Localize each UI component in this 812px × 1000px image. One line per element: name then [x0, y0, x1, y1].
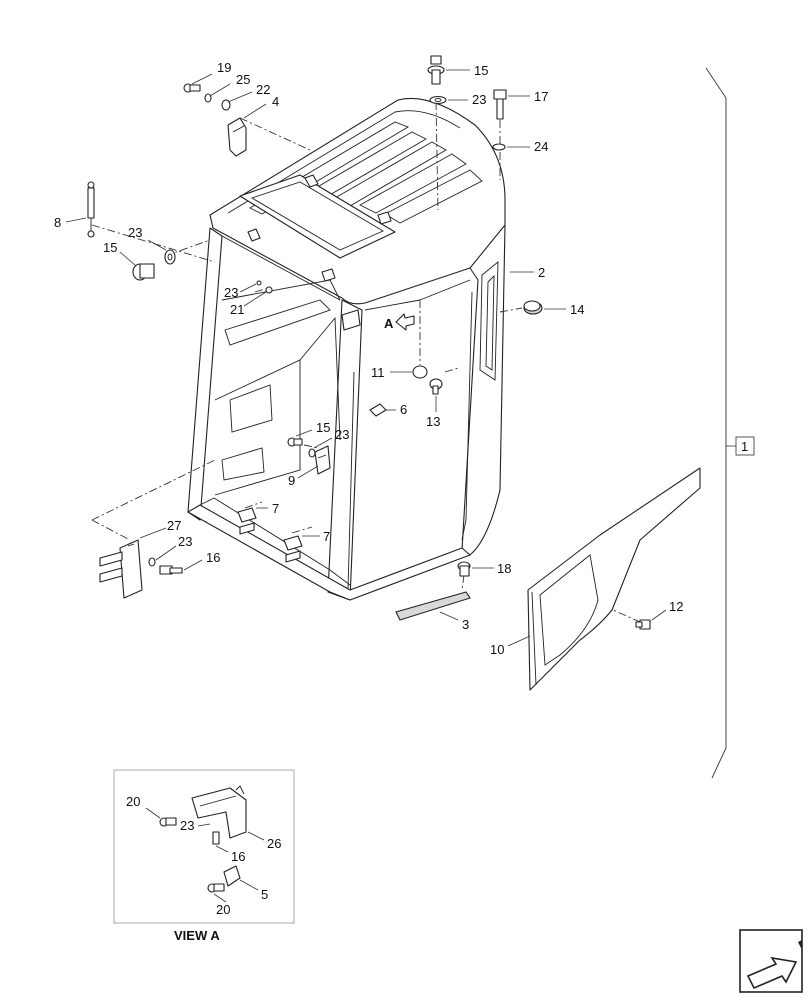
- part-23-washer-left: [164, 249, 176, 265]
- callout-labels: 19 25 22 4 15 23 17 24 8 23 15 23 21 2 1…: [54, 60, 683, 917]
- part-19-bolt: [183, 83, 201, 93]
- part-18-bolt: [457, 561, 471, 577]
- part-25-washer: [204, 93, 212, 103]
- part-5-clip: [223, 865, 241, 887]
- callout-label: 26: [267, 836, 281, 851]
- assembly-ref-label: 1: [741, 439, 748, 454]
- callout-label: 19: [217, 60, 231, 75]
- part-26-bracket: [191, 785, 247, 839]
- part-14-plug: [523, 300, 543, 315]
- callout-label: 4: [272, 94, 279, 109]
- part-15-bolt-mid: [287, 437, 303, 447]
- callout-label: 23: [224, 285, 238, 300]
- callout-label: 10: [490, 642, 504, 657]
- part-9-bracket: [314, 445, 331, 475]
- cab-frame: [187, 97, 506, 601]
- part-3-step-strip: [395, 591, 471, 621]
- callout-label: 25: [236, 72, 250, 87]
- callout-label: 23: [335, 427, 349, 442]
- callout-label: 22: [256, 82, 270, 97]
- callout-label: 5: [261, 887, 268, 902]
- callout-label: 27: [167, 518, 181, 533]
- callout-label: 20: [216, 902, 230, 917]
- view-a-caption: VIEW A: [174, 928, 220, 943]
- part-6-clip: [369, 403, 387, 417]
- part-24-washer: [492, 143, 506, 151]
- part-23-washer-top: [429, 95, 447, 105]
- part-8-gas-strut: [87, 181, 95, 238]
- callout-label: 18: [497, 561, 511, 576]
- part-10-side-panel: [527, 467, 701, 691]
- callout-label: 21: [230, 302, 244, 317]
- callout-label: 17: [534, 89, 548, 104]
- part-15-bolt-left: [132, 263, 155, 281]
- part-21-nut: [256, 280, 273, 294]
- view-a-arrow-icon: A: [384, 313, 415, 331]
- part-22-washer: [221, 99, 231, 111]
- assembly-bracket: 1: [705, 67, 755, 779]
- callout-label: 3: [462, 617, 469, 632]
- part-15-bolt-top: [427, 55, 445, 85]
- callout-label: 16: [206, 550, 220, 565]
- callout-label: 6: [400, 402, 407, 417]
- part-4-latch: [227, 117, 247, 157]
- callout-label: 9: [288, 473, 295, 488]
- callout-label: 15: [103, 240, 117, 255]
- view-a-inset: VIEW A: [113, 769, 295, 943]
- part-16-bolt: [159, 565, 183, 575]
- callout-label: 13: [426, 414, 440, 429]
- view-a-arrow-label: A: [384, 316, 394, 331]
- part-20-bolt-top: [159, 817, 177, 827]
- part-23-washer-lower: [148, 557, 156, 567]
- callout-label: 20: [126, 794, 140, 809]
- callout-label: 16: [231, 849, 245, 864]
- part-12-screw: [635, 619, 651, 630]
- callout-label: 11: [371, 365, 385, 380]
- callout-label: 23: [180, 818, 194, 833]
- callout-label: 12: [669, 599, 683, 614]
- next-page-arrow-icon[interactable]: [739, 929, 803, 993]
- callout-label: 15: [474, 63, 488, 78]
- callout-label: 7: [272, 501, 279, 516]
- part-13-clip: [429, 378, 443, 395]
- part-27-bracket: [99, 539, 143, 599]
- part-11-grommet: [412, 365, 428, 379]
- callout-label: 23: [128, 225, 142, 240]
- callout-label: 23: [178, 534, 192, 549]
- callout-label: 23: [472, 92, 486, 107]
- part-23-washer-mid: [308, 448, 316, 458]
- callout-label: 7: [323, 529, 330, 544]
- callout-label: 2: [538, 265, 545, 280]
- callout-label: 24: [534, 139, 548, 154]
- part-16-screw-inset: [212, 831, 220, 845]
- callout-label: 8: [54, 215, 61, 230]
- callout-label: 14: [570, 302, 584, 317]
- callout-label: 15: [316, 420, 330, 435]
- part-20-bolt-bottom: [207, 883, 225, 893]
- part-17-bolt: [493, 89, 507, 120]
